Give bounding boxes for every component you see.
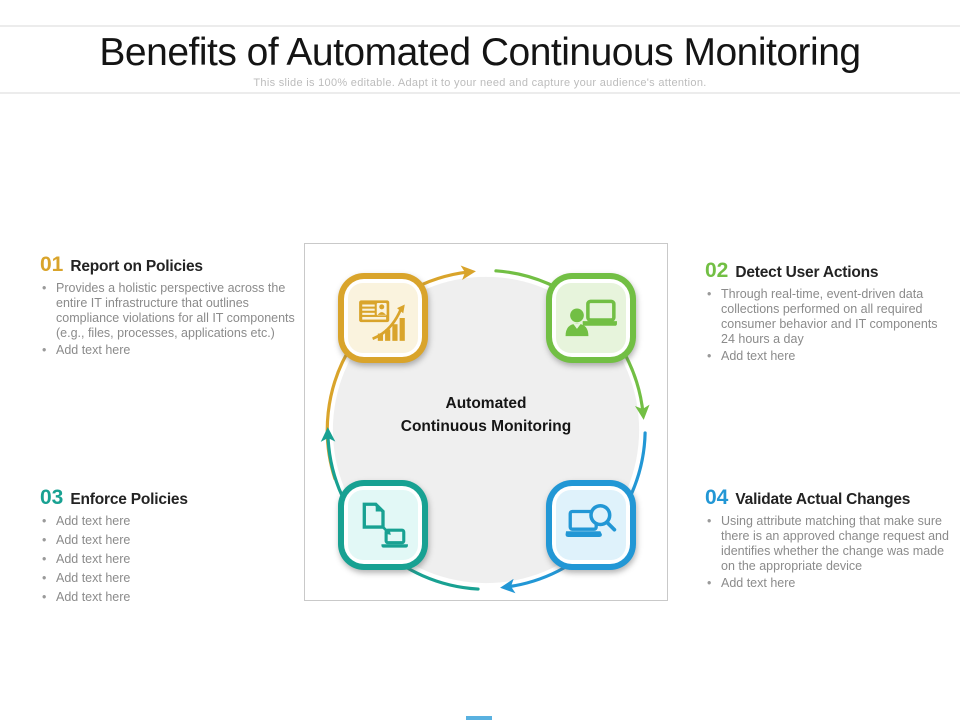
laptop-search-icon: [565, 504, 617, 537]
section-detect-user-actions: 02 Detect User Actions Through real-time…: [705, 260, 945, 366]
presentation-growth-chart-icon: [359, 300, 405, 341]
bullet-item: Add text here: [40, 343, 302, 358]
user-at-laptop-icon: [565, 299, 617, 337]
section-enforce-policies: 03 Enforce Policies Add text here Add te…: [40, 487, 302, 609]
bullet-list: Using attribute matching that make sure …: [705, 514, 949, 591]
bottom-accent-bar: [466, 716, 492, 720]
section-title: Report on Policies: [70, 258, 203, 275]
section-number: 03: [40, 486, 64, 509]
slide-subtitle: This slide is 100% editable. Adapt it to…: [253, 77, 707, 89]
bullet-item: Provides a holistic perspective across t…: [40, 281, 302, 341]
bullet-list: Through real-time, event-driven data col…: [705, 287, 945, 364]
section-heading: 03 Enforce Policies: [40, 487, 302, 509]
slide-title: Benefits of Automated Continuous Monitor…: [99, 31, 861, 74]
detect-user-actions-card: [546, 273, 636, 363]
section-number: 04: [705, 486, 729, 509]
bullet-item: Add text here: [705, 349, 945, 364]
bullet-item: Add text here: [40, 533, 302, 548]
section-validate-actual-changes: 04 Validate Actual Changes Using attribu…: [705, 487, 949, 593]
bullet-list: Provides a holistic perspective across t…: [40, 281, 302, 358]
section-title: Detect User Actions: [735, 264, 879, 281]
document-to-laptop-icon: [362, 502, 408, 548]
bullet-item: Add text here: [40, 514, 302, 529]
bullet-item: Using attribute matching that make sure …: [705, 514, 949, 574]
report-on-policies-card: [338, 273, 428, 363]
diagram-center-label: Automated Continuous Monitoring: [305, 392, 667, 439]
enforce-policies-card: [338, 480, 428, 570]
section-heading: 02 Detect User Actions: [705, 260, 945, 282]
section-report-on-policies: 01 Report on Policies Provides a holisti…: [40, 254, 302, 360]
bullet-item: Through real-time, event-driven data col…: [705, 287, 945, 347]
section-number: 01: [40, 253, 64, 276]
header-top-rule: [0, 25, 960, 27]
bullet-item: Add text here: [40, 590, 302, 605]
cycle-diagram: Automated Continuous Monitoring: [304, 243, 668, 601]
center-label-line1: Automated: [445, 395, 527, 412]
section-title: Validate Actual Changes: [735, 491, 911, 508]
center-label-line2: Continuous Monitoring: [400, 418, 572, 436]
section-number: 02: [705, 259, 729, 282]
bullet-item: Add text here: [705, 576, 949, 591]
section-heading: 01 Report on Policies: [40, 254, 302, 276]
section-heading: 04 Validate Actual Changes: [705, 487, 949, 509]
section-title: Enforce Policies: [70, 491, 188, 508]
bullet-list: Add text here Add text here Add text her…: [40, 514, 302, 605]
header-bottom-rule: [0, 92, 960, 94]
bullet-item: Add text here: [40, 552, 302, 567]
bullet-item: Add text here: [40, 571, 302, 586]
validate-actual-changes-card: [546, 480, 636, 570]
